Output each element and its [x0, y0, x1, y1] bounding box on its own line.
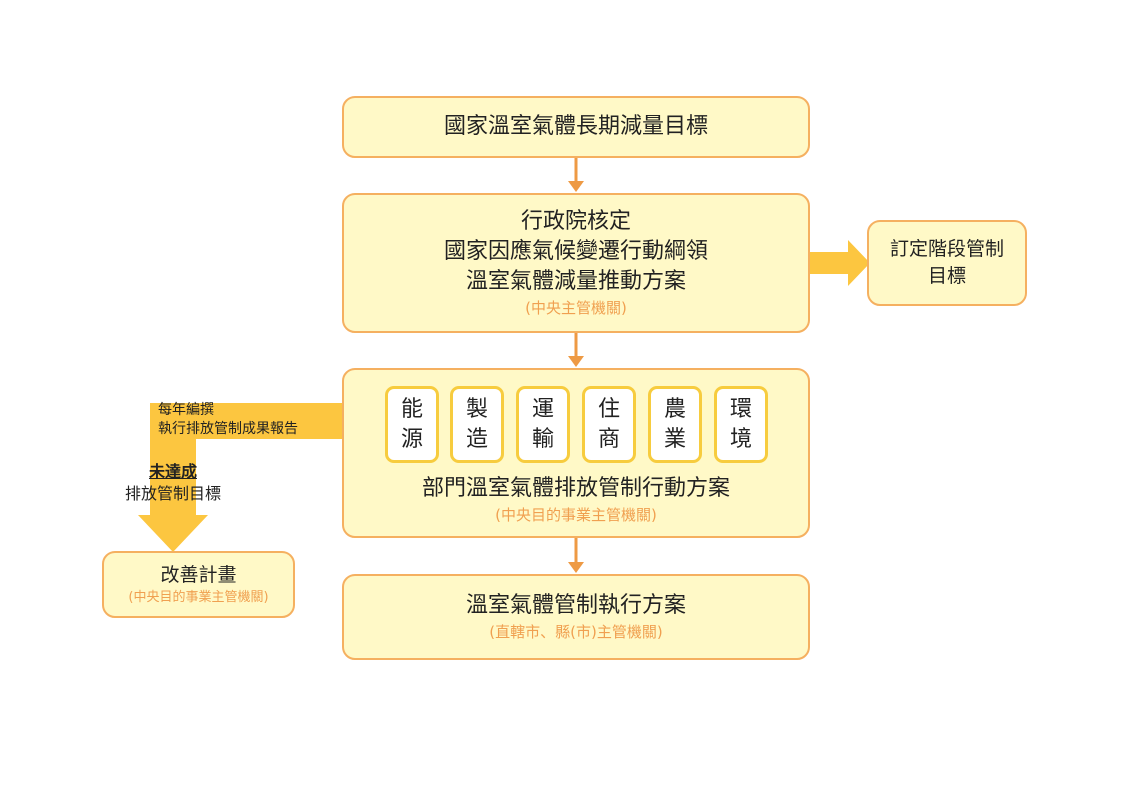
not-met-text: 未達成 — [148, 462, 197, 481]
annual-report-line1: 每年編撰 — [158, 402, 214, 418]
sector-transport: 運 輸 — [516, 386, 570, 463]
sector-manufacturing-char1: 製 — [465, 396, 488, 422]
implementation-plan-agency: (直轄市、縣(市)主管機關) — [489, 623, 663, 641]
sector-energy-char2: 源 — [400, 426, 423, 452]
improvement-plan-title: 改善計畫 — [160, 563, 237, 586]
stage-target-line2: 目標 — [927, 265, 966, 287]
sector-transport-char1: 運 — [531, 396, 554, 422]
annual-report-line2: 執行排放管制成果報告 — [158, 421, 298, 437]
executive-approval-line2: 國家因應氣候變遷行動綱領 — [443, 239, 708, 264]
sector-manufacturing-char2: 造 — [465, 426, 488, 452]
arrow-top-to-exec — [568, 157, 584, 192]
executive-approval-line1: 行政院核定 — [520, 209, 631, 234]
sector-transport-char2: 輸 — [531, 426, 554, 452]
sector-agriculture-char1: 農 — [663, 396, 686, 422]
implementation-plan-title: 溫室氣體管制執行方案 — [465, 593, 686, 618]
sector-manufacturing: 製 造 — [450, 386, 504, 463]
sector-agriculture-char2: 業 — [663, 426, 686, 452]
sector-action-agency: (中央目的事業主管機關) — [495, 506, 657, 524]
arrow-exec-to-target — [810, 240, 870, 286]
stage-target-box: 訂定階段管制 目標 — [867, 220, 1027, 306]
sector-environment-char1: 環 — [729, 396, 752, 422]
sector-energy: 能 源 — [385, 386, 439, 463]
executive-approval-agency: (中央主管機關) — [525, 299, 627, 317]
sector-residential-commercial-char2: 商 — [597, 426, 620, 452]
stage-target-line1: 訂定階段管制 — [889, 238, 1004, 260]
emission-target-text: 排放管制目標 — [124, 484, 221, 503]
annual-report-label: 每年編撰 執行排放管制成果報告 — [158, 401, 298, 439]
sector-residential-commercial-char1: 住 — [597, 396, 620, 422]
sector-agriculture: 農 業 — [648, 386, 702, 463]
arrow-sector-to-bottom — [568, 538, 584, 573]
improvement-plan-agency: (中央目的事業主管機關) — [128, 589, 269, 605]
sector-action-titles: 部門溫室氣體排放管制行動方案 (中央目的事業主管機關) — [342, 474, 810, 526]
sector-environment-char2: 境 — [729, 426, 752, 452]
target-not-met-label: 未達成 排放管制目標 — [104, 461, 242, 505]
arrow-sector-to-improve — [138, 403, 343, 552]
sector-residential-commercial: 住 商 — [582, 386, 636, 463]
executive-approval-line3: 溫室氣體減量推動方案 — [465, 269, 686, 294]
implementation-plan-box: 溫室氣體管制執行方案 (直轄市、縣(市)主管機關) — [342, 574, 810, 660]
executive-approval-box: 行政院核定 國家因應氣候變遷行動綱領 溫室氣體減量推動方案 (中央主管機關) — [342, 193, 810, 333]
improvement-plan-box: 改善計畫 (中央目的事業主管機關) — [102, 551, 295, 618]
long-term-target-box: 國家溫室氣體長期減量目標 — [342, 96, 810, 158]
sector-action-title: 部門溫室氣體排放管制行動方案 — [421, 476, 730, 501]
sector-energy-char1: 能 — [400, 396, 423, 422]
arrow-exec-to-sector — [568, 332, 584, 367]
sector-environment: 環 境 — [714, 386, 768, 463]
long-term-target-text: 國家溫室氣體長期減量目標 — [443, 114, 708, 139]
